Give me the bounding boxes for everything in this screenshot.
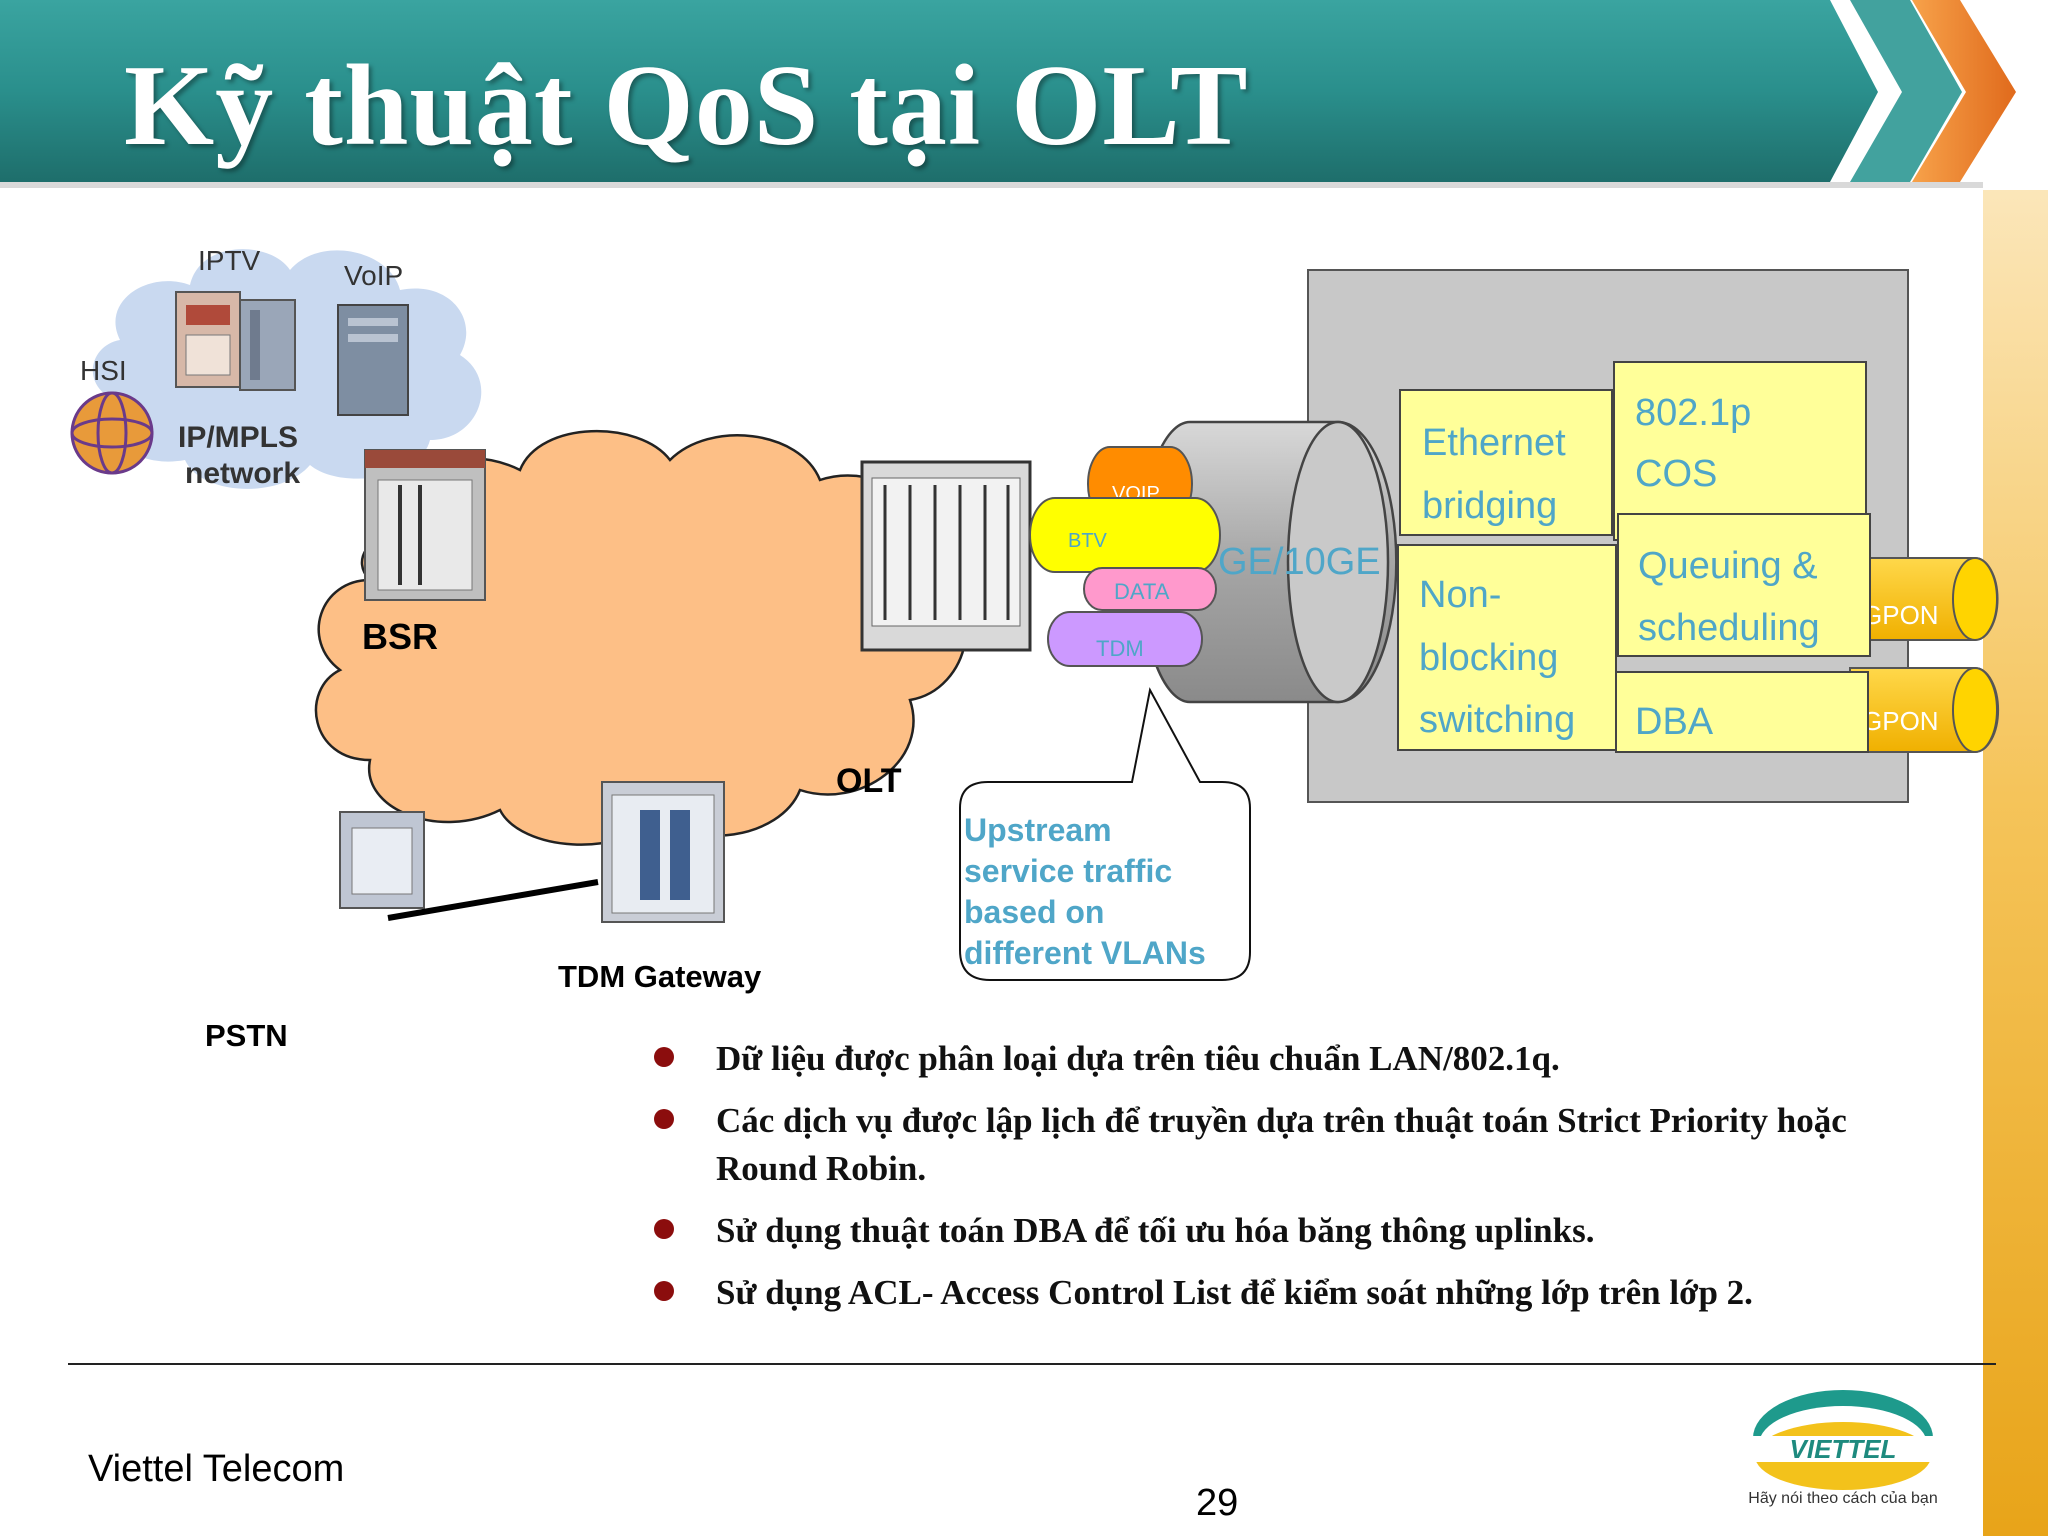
slide-title: Kỹ thuật QoS tại OLT xyxy=(124,42,1249,170)
bullet-dot-icon xyxy=(654,1281,674,1301)
tdm-tube xyxy=(1047,611,1203,667)
ethernet-line1: Ethernet xyxy=(1422,422,1566,464)
cos-box xyxy=(1613,361,1867,541)
ethernet-bridging-box xyxy=(1399,389,1613,536)
olt-label: OLT xyxy=(836,762,902,800)
data-tube xyxy=(1083,567,1217,611)
tdm-gateway-icon xyxy=(601,781,725,923)
upstream-callout xyxy=(959,687,1251,981)
footer-company: Viettel Telecom xyxy=(88,1448,345,1490)
bullet-list: Dữ liệu được phân loại dựa trên tiêu chu… xyxy=(650,1035,1950,1331)
nonblocking-line1: Non- xyxy=(1419,574,1501,616)
queuing-line2: scheduling xyxy=(1638,607,1820,649)
pstn-link xyxy=(387,879,599,921)
btv-tube xyxy=(1029,497,1221,573)
callout-line3: based on xyxy=(964,894,1105,930)
callout-line1: Upstream xyxy=(964,812,1112,848)
tdm-gateway-label: TDM Gateway xyxy=(558,959,762,994)
ip-mpls-label-line2: network xyxy=(185,457,300,490)
gpon-port-2-label: GPON xyxy=(1862,706,1939,736)
btv-tube-label: BTV xyxy=(1068,530,1108,552)
bullet-item: Sử dụng ACL- Access Control List để kiểm… xyxy=(650,1269,1950,1317)
nonblocking-line2: blocking xyxy=(1419,637,1558,679)
olt-chassis-icon xyxy=(860,460,1032,652)
iptv-label: IPTV xyxy=(198,245,261,276)
bullet-item: Dữ liệu được phân loại dựa trên tiêu chu… xyxy=(650,1035,1950,1083)
page-number: 29 xyxy=(1196,1482,1239,1524)
bullet-dot-icon xyxy=(654,1047,674,1067)
upstream-callout-text: Upstream service traffic based on differ… xyxy=(964,810,1254,974)
logo-tagline: Hãy nói theo cách của bạn xyxy=(1748,1490,1938,1507)
cos-line1: 802.1p xyxy=(1635,392,1751,434)
callout-line4: different VLANs xyxy=(964,935,1206,971)
non-blocking-switching-box xyxy=(1397,544,1617,751)
bsr-label: BSR xyxy=(362,616,438,657)
queuing-line1: Queuing & xyxy=(1638,545,1818,587)
hsi-globe-icon xyxy=(70,391,154,475)
voip-label: VoIP xyxy=(344,260,403,291)
gpon-port-1 xyxy=(1849,557,1999,641)
pstn-label: PSTN xyxy=(205,1018,288,1053)
dba-label: DBA xyxy=(1635,701,1714,743)
network-diagram: IPTV VoIP HSI IP/MPLS network BSR OLT xyxy=(70,245,2000,1053)
bullet-item: Các dịch vụ được lập lịch để truyền dựa … xyxy=(650,1097,1950,1193)
bullet-dot-icon xyxy=(654,1109,674,1129)
side-accent-strip xyxy=(1983,190,2048,1536)
svg-text:VIETTEL: VIETTEL xyxy=(1790,1434,1897,1464)
bullet-item: Sử dụng thuật toán DBA để tối ưu hóa băn… xyxy=(650,1207,1950,1255)
ethernet-line2: bridging xyxy=(1422,485,1557,527)
pstn-switch-icon xyxy=(339,811,425,909)
data-tube-label: DATA xyxy=(1114,579,1170,604)
voip-server-icon xyxy=(337,304,409,416)
iptv-server-icon xyxy=(175,291,296,391)
footer-divider xyxy=(68,1363,1996,1365)
bsr-router-icon xyxy=(364,449,486,601)
dba-box xyxy=(1615,671,1869,753)
gpon-port-2 xyxy=(1849,667,2000,753)
title-bar xyxy=(0,0,2016,188)
uplink-label: GE/10GE xyxy=(1218,541,1381,583)
bullet-dot-icon xyxy=(654,1219,674,1239)
queuing-scheduling-box xyxy=(1617,513,1871,657)
hsi-label: HSI xyxy=(80,355,127,386)
cos-line2: COS xyxy=(1635,453,1717,495)
ip-mpls-label-line1: IP/MPLS xyxy=(178,421,298,454)
tdm-tube-label: TDM xyxy=(1096,636,1144,661)
viettel-logo-icon: VIETTEL xyxy=(1752,1390,1934,1490)
gpon-port-1-label: GPON xyxy=(1862,600,1939,630)
nonblocking-line3: switching xyxy=(1419,699,1575,741)
callout-line2: service traffic xyxy=(964,853,1173,889)
